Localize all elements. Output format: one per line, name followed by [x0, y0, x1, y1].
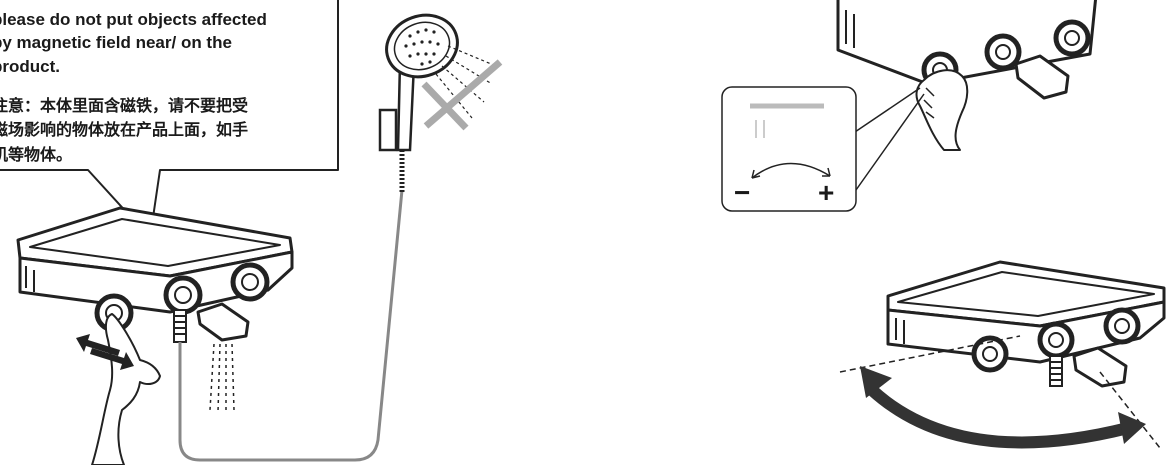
- plus-symbol: +: [818, 177, 834, 208]
- notice-en-line-1: please do not put objects affected: [0, 10, 267, 29]
- minus-symbol: −: [734, 177, 750, 208]
- spout-top-right: [1016, 56, 1068, 98]
- water-stream-left: [210, 344, 234, 412]
- shower-head-icon: [378, 5, 500, 192]
- notice-en-line-2: by magnetic field near/ on the: [0, 33, 232, 52]
- spout-left: [198, 304, 248, 340]
- hose-connector-bottom-right: [1050, 356, 1062, 386]
- knob-bottom-right-1: [974, 338, 1006, 370]
- hand-turning-icon: [917, 70, 968, 150]
- knob-bottom-right-2: [1040, 324, 1072, 356]
- spout-bottom-right: [1074, 348, 1126, 386]
- notice-en-line-3: product.: [0, 57, 60, 76]
- knob-top-right-2: [987, 36, 1019, 68]
- notice-zh-line-1: 注意：本体里面含磁铁，请不要把受: [0, 96, 248, 115]
- notice-zh-line-2: 磁场影响的物体放在产品上面，如手: [0, 120, 248, 139]
- zoom-callout-lines: [852, 88, 924, 190]
- knob-bottom-right-3: [1106, 310, 1138, 342]
- knob-left-3: [233, 265, 267, 299]
- hose-connector-left: [174, 310, 186, 342]
- hand-pointer-icon: [92, 314, 160, 465]
- knob-top-right-3: [1056, 22, 1088, 54]
- notice-zh-line-3: 机等物体。: [0, 145, 72, 164]
- knob-left-2: [166, 278, 200, 312]
